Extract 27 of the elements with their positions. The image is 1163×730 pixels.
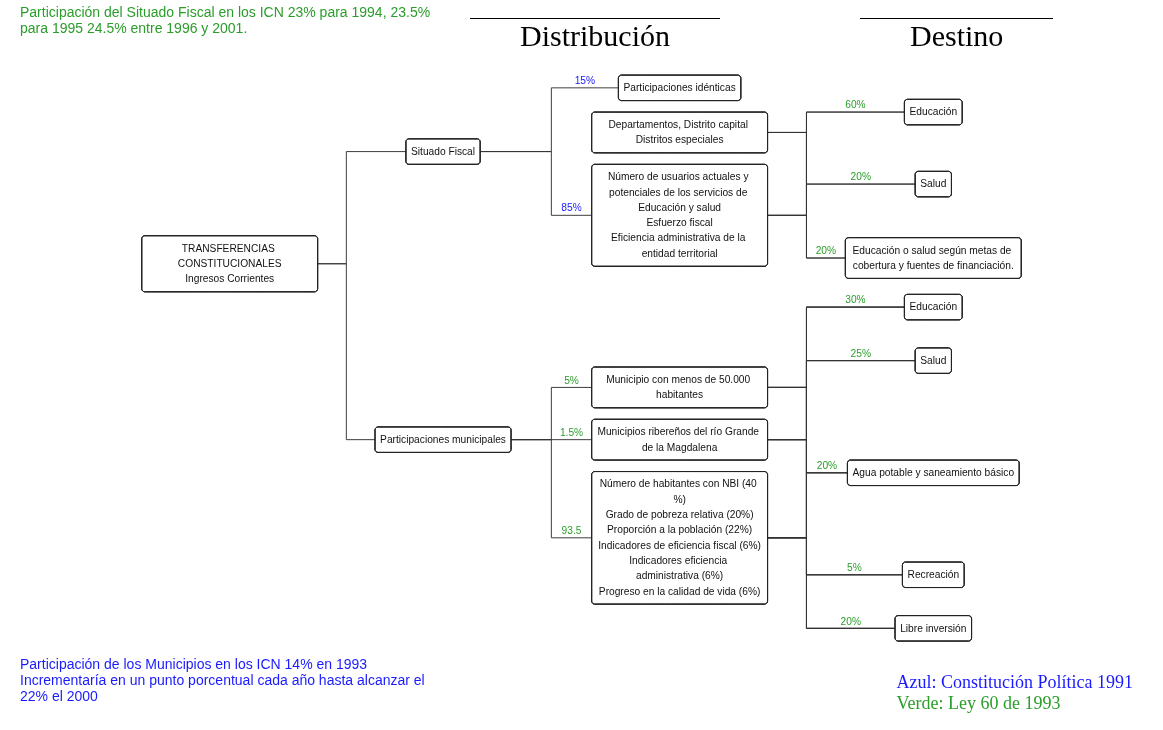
column-heading: Distribución — [470, 18, 720, 53]
edge-label: 1.5% — [559, 426, 584, 438]
edge-label: 5% — [564, 374, 579, 386]
edge-label: 20% — [816, 460, 838, 471]
connector — [767, 386, 896, 629]
edge-label: 85% — [561, 202, 582, 214]
edge-label: 25% — [850, 347, 872, 359]
note-text: Participación del Situado Fiscal en los ICN 23% para 1994, 23.5% para 1995 24.5% entre 1996 y 2001. — [20, 4, 432, 37]
connector — [767, 132, 846, 259]
note-text: Participación de los Municipios en los ICN 14% en 1993 Incrementaría en un punto porcentual cada año hasta alcanzar el 22% el 2000 — [20, 656, 426, 705]
legend-entry: Azul: Constitución Política 1991 — [896, 672, 1133, 693]
edge-label: 20% — [850, 171, 872, 183]
connector — [767, 439, 896, 629]
edge-label: 20% — [840, 615, 861, 627]
edge-label: 60% — [845, 99, 866, 111]
edge-label: 5% — [847, 562, 862, 573]
connector — [317, 263, 376, 441]
connector — [767, 214, 846, 259]
legend-entry: Verde: Ley 60 de 1993 — [896, 693, 1062, 714]
connector — [479, 151, 593, 216]
edge-label: 30% — [845, 294, 866, 306]
edge-label: 20% — [815, 245, 837, 257]
edge-label: 15% — [574, 75, 596, 86]
column-heading: Destino — [860, 18, 1054, 53]
connector — [767, 537, 896, 629]
edge-label: 93.5 — [561, 525, 582, 536]
connector — [510, 439, 593, 539]
